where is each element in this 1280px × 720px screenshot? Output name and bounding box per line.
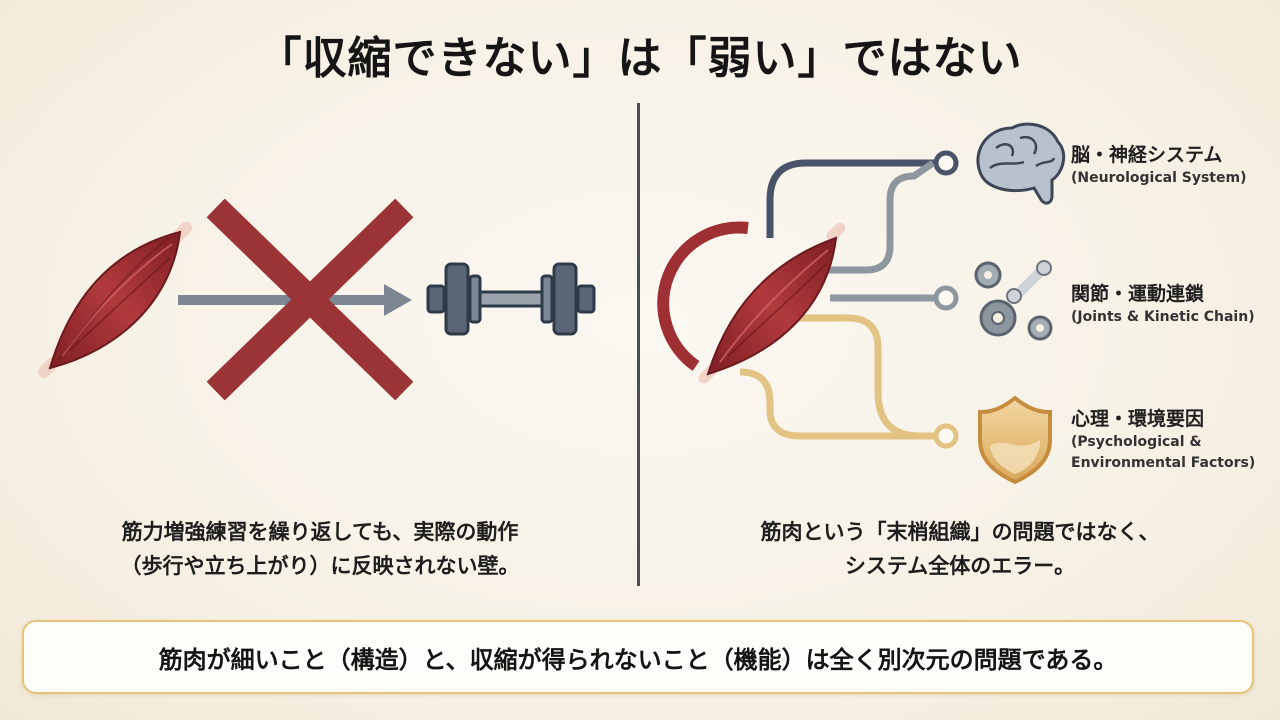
factor-psych-label: 心理・環境要因 (Psychological & Environmental F… (1071, 406, 1255, 474)
factor-joint-en: (Joints & Kinetic Chain) (1071, 309, 1255, 325)
factor-neuro-label: 脳・神経システム (Neurological System) (1071, 142, 1246, 189)
psych-connector (739, 314, 959, 449)
right-caption-line1: 筋肉という「末梢組織」の問題ではなく、 (760, 520, 1160, 544)
dumbbell-icon (426, 262, 596, 336)
right-caption: 筋肉という「末梢組織」の問題ではなく、 システム全体のエラー。 (660, 515, 1260, 583)
central-ring (657, 221, 749, 371)
right-caption-line2: システム全体のエラー。 (844, 554, 1076, 578)
summary-text: 筋肉が細いこと（構造）と、収縮が得られないこと（機能）は全く別次元の問題である。 (158, 645, 1118, 674)
factor-psych-jp: 心理・環境要因 (1071, 408, 1205, 430)
left-caption: 筋力増強練習を繰り返しても、実際の動作 （歩行や立ち上がり）に反映されない壁。 (20, 515, 620, 583)
muscle-icon-right (698, 222, 846, 384)
center-divider (637, 103, 640, 586)
cross-icon (206, 198, 414, 401)
left-caption-line1: 筋力増強練習を繰り返しても、実際の動作 (121, 520, 519, 544)
shield-icon (978, 395, 1052, 485)
factor-neuro-jp: 脳・神経システム (1071, 144, 1223, 166)
factor-joint-label: 関節・運動連鎖 (Joints & Kinetic Chain) (1071, 281, 1255, 328)
brain-icon (976, 122, 1066, 205)
neuro-connector (766, 150, 959, 238)
summary-box: 筋肉が細いこと（構造）と、収縮が得られないこと（機能）は全く別次元の問題である。 (22, 620, 1254, 694)
factor-joint-jp: 関節・運動連鎖 (1071, 283, 1205, 305)
factor-psych-en-1: (Psychological & (1071, 434, 1202, 450)
arrow-icon (178, 284, 412, 316)
gears-bone-icon (974, 260, 1053, 341)
page-title: 「収縮できない」は「弱い」ではない (257, 33, 1023, 84)
factor-psych-en-2: Environmental Factors) (1071, 455, 1256, 471)
left-caption-line2: （歩行や立ち上がり）に反映されない壁。 (120, 554, 520, 578)
joint-connector (822, 160, 959, 311)
muscle-icon (38, 222, 192, 378)
factor-neuro-en: (Neurological System) (1071, 170, 1247, 186)
